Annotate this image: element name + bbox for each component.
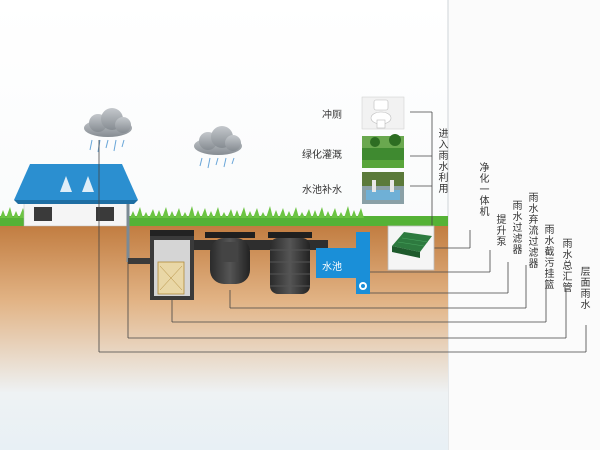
label-main-pipe: 雨水总汇管	[560, 238, 571, 293]
cloud-icon	[84, 108, 132, 153]
lawn-image	[362, 134, 404, 168]
leader-lines	[98, 111, 587, 353]
label-diverter-filter: 雨水弃流过滤器	[526, 192, 537, 269]
label-lift-pump: 提升泵	[494, 214, 505, 247]
toilet-image	[361, 96, 405, 130]
house	[14, 164, 138, 262]
purifier-unit	[387, 225, 435, 271]
storage-module	[268, 232, 312, 294]
pipes	[128, 240, 328, 264]
pool-image	[362, 172, 404, 204]
side-panel	[448, 0, 600, 450]
label-trash-basket: 雨水截污挂篮	[542, 224, 553, 290]
use-label-toilet: 冲厕	[322, 110, 342, 121]
label-rain-filter: 雨水过滤器	[510, 200, 521, 255]
filter-tank	[205, 232, 255, 284]
cloud-icon	[194, 126, 242, 169]
label-rain-use: 进入雨水利用	[436, 128, 447, 194]
label-roof-rain: 层面雨水	[578, 266, 589, 310]
label-purifier: 净化一体机	[477, 162, 488, 217]
diverter-well	[150, 230, 194, 300]
tank-label: 水池	[322, 262, 342, 273]
use-label-pool-refill: 水池补水	[302, 185, 342, 196]
use-label-irrigation: 绿化灌溉	[302, 150, 342, 161]
water-pool	[316, 232, 370, 294]
